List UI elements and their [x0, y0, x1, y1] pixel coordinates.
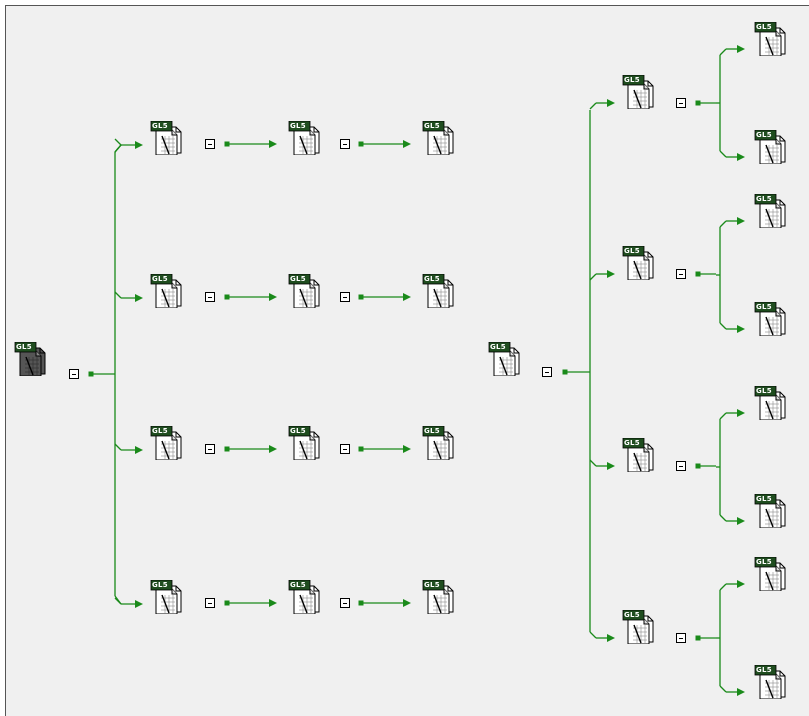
document-node-icon[interactable]: GL5: [754, 665, 788, 699]
document-node-icon[interactable]: GL5: [754, 130, 788, 164]
diagram-panel: [5, 5, 809, 716]
collapse-toggle[interactable]: [205, 139, 215, 149]
arrow-head: [607, 99, 615, 107]
document-node-icon[interactable]: GL5: [422, 274, 456, 308]
document-node-icon[interactable]: GL5: [150, 121, 184, 155]
arrow-head: [403, 293, 411, 301]
arrow-head: [737, 580, 745, 588]
document-node-icon[interactable]: GL5: [754, 494, 788, 528]
connector-line: [719, 48, 727, 56]
connector-line: [589, 102, 597, 110]
document-node-icon[interactable]: GL5: [288, 580, 322, 614]
connector-line: [719, 685, 727, 693]
arrow-head: [607, 270, 615, 278]
connector-line: [114, 443, 122, 451]
connector-line: [114, 144, 122, 153]
collapse-toggle[interactable]: [340, 444, 350, 454]
document-node-icon[interactable]: GL5: [754, 386, 788, 420]
document-node-icon[interactable]: GL5: [754, 22, 788, 56]
arrow-head: [269, 293, 277, 301]
document-node-icon[interactable]: GL5: [622, 438, 656, 472]
connector-line: [719, 220, 727, 228]
arrow-head: [737, 45, 745, 53]
arrow-head: [403, 599, 411, 607]
connector-line: [589, 273, 597, 281]
arrow-head: [269, 599, 277, 607]
document-node-icon[interactable]: GL5: [754, 557, 788, 591]
connector-line: [719, 514, 727, 522]
arrow-head: [737, 217, 745, 225]
document-node-icon[interactable]: GL5: [422, 426, 456, 460]
arrow-head: [737, 409, 745, 417]
arrow-head: [607, 462, 615, 470]
document-node-icon[interactable]: GL5: [754, 194, 788, 228]
collapse-toggle[interactable]: [676, 461, 686, 471]
arrow-head: [135, 141, 143, 149]
root-node-icon[interactable]: GL5: [14, 342, 48, 376]
document-node-icon[interactable]: GL5: [288, 121, 322, 155]
connector-line: [114, 595, 122, 605]
connector-line: [589, 459, 597, 467]
connector-line: [719, 322, 727, 330]
arrow-head: [269, 140, 277, 148]
collapse-toggle[interactable]: [676, 633, 686, 643]
arrow-head: [135, 600, 143, 608]
document-node-icon[interactable]: GL5: [150, 426, 184, 460]
document-node-icon[interactable]: GL5: [622, 246, 656, 280]
collapse-toggle[interactable]: [205, 292, 215, 302]
collapse-toggle[interactable]: [205, 444, 215, 454]
collapse-toggle[interactable]: [676, 98, 686, 108]
connector-line: [719, 412, 727, 420]
arrow-head: [269, 445, 277, 453]
collapse-toggle[interactable]: [542, 367, 552, 377]
collapse-toggle[interactable]: [340, 292, 350, 302]
arrow-head: [607, 634, 615, 642]
document-node-icon[interactable]: GL5: [150, 274, 184, 308]
arrow-head: [737, 325, 745, 333]
arrow-head: [135, 294, 143, 302]
collapse-toggle[interactable]: [205, 598, 215, 608]
arrow-head: [737, 517, 745, 525]
document-node-icon[interactable]: GL5: [622, 610, 656, 644]
connector-line: [719, 150, 727, 158]
document-node-icon[interactable]: GL5: [422, 121, 456, 155]
arrow-head: [737, 153, 745, 161]
collapse-toggle[interactable]: [676, 269, 686, 279]
document-node-icon[interactable]: GL5: [488, 342, 522, 376]
document-node-icon[interactable]: GL5: [754, 302, 788, 336]
arrow-head: [135, 446, 143, 454]
arrow-head: [403, 140, 411, 148]
document-node-icon[interactable]: GL5: [288, 426, 322, 460]
document-node-icon[interactable]: GL5: [288, 274, 322, 308]
document-node-icon[interactable]: GL5: [422, 580, 456, 614]
connector-line: [114, 138, 122, 146]
document-node-icon[interactable]: GL5: [622, 75, 656, 109]
collapse-toggle[interactable]: [69, 369, 79, 379]
arrow-head: [737, 688, 745, 696]
collapse-toggle[interactable]: [340, 139, 350, 149]
connector-line: [719, 583, 727, 591]
connector-line: [114, 291, 122, 299]
arrow-head: [403, 445, 411, 453]
document-node-icon[interactable]: GL5: [150, 580, 184, 614]
connector-line: [589, 631, 597, 639]
collapse-toggle[interactable]: [340, 598, 350, 608]
